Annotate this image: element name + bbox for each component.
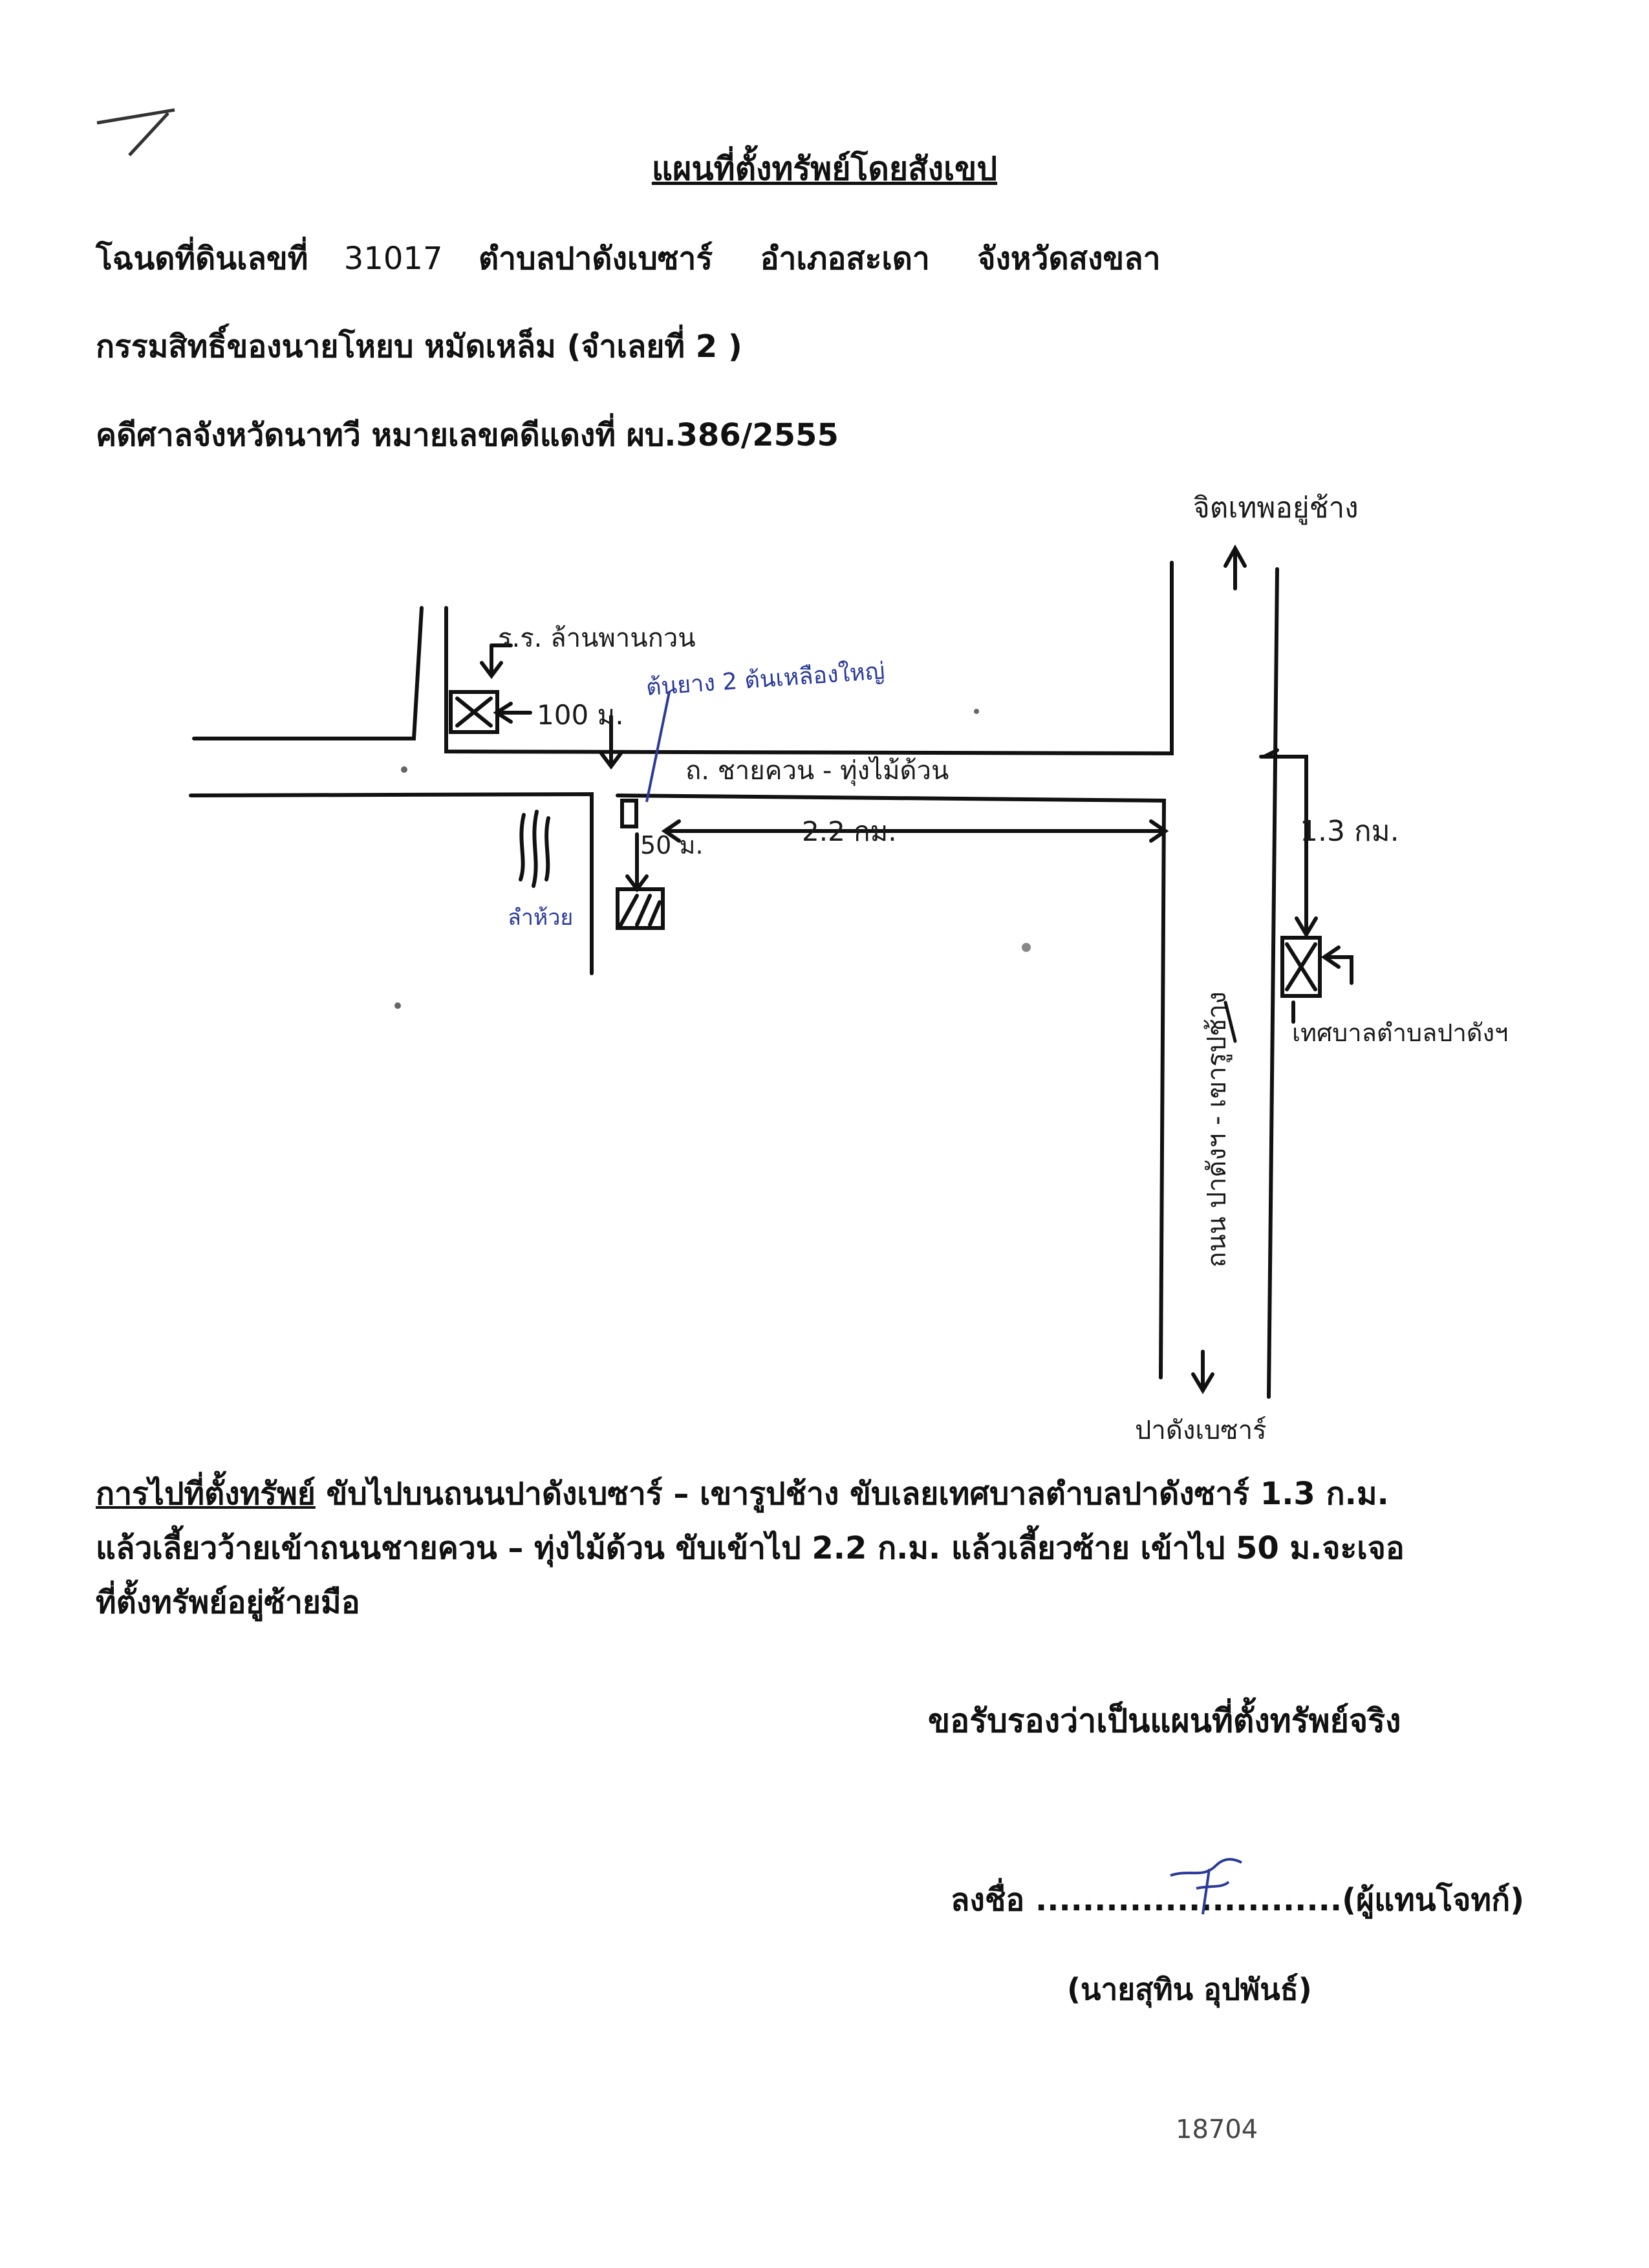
municipal-box (1280, 936, 1322, 998)
deed-subdistrict: ตำบลปาดังเบซาร์ (478, 241, 713, 277)
corner-mark (96, 108, 175, 157)
label-school: ร.ร. ล้านพานกวน (498, 623, 696, 653)
label-road-h: ถ. ชายควน - ทุ่งไม้ด้วน (685, 756, 949, 786)
property-marker (616, 887, 665, 930)
label-100m: 100 ม. (537, 699, 624, 731)
certification-text: ขอรับรองว่าเป็นแผนที่ตั้งทรัพย์จริง (928, 1702, 1401, 1740)
label-50m: 50 ม. (640, 831, 704, 859)
label-south: ปาดังเบซาร์ (1135, 1416, 1267, 1445)
signature-role: (ผู้แทนโจทก์) (1342, 1882, 1525, 1918)
deed-district: อำเภอสะเดา (760, 241, 930, 277)
deed-province: จังหวัดสงขลา (977, 241, 1161, 277)
signature-prefix: ลงชื่อ .......................... (951, 1882, 1342, 1918)
directions-line-3: ที่ตั้งทรัพย์อยู่ซ้ายมือ (96, 1584, 360, 1621)
signer-name: (นายสุทิน อุปพันธ์) (1067, 1972, 1312, 2007)
label-13km: 1.3 กม. (1300, 815, 1399, 848)
label-22km: 2.2 กม. (802, 815, 897, 847)
label-tree: ต้นยาง 2 ต้นเหลืองใหญ่ (645, 657, 886, 701)
directions-line-1: ขับไปบนถนนปาดังเบซาร์ – เขารูปช้าง ขับเล… (315, 1476, 1389, 1512)
deed-label: โฉนดที่ดินเลขที่ (96, 241, 308, 277)
owner-line: กรรมสิทธิ์ของนายโหยบ หมัดเหล็ม (จำเลยที่… (96, 329, 742, 365)
signature-line: ลงชื่อ ..........................(ผู้แทน… (951, 1875, 1524, 1925)
road-v-right (1267, 567, 1279, 1399)
label-municipal: เทศบาลตำบลปาดังฯ (1292, 1019, 1508, 1047)
page-title: แผนที่ตั้งทรัพย์โดยสังเขป (651, 150, 998, 188)
road-h-bottom (189, 792, 1167, 1379)
directions-paragraph: การไปที่ตั้งทรัพย์ ขับไปบนถนนปาดังเบซาร์… (96, 1467, 1570, 1630)
label-road-v: ถนน ปาดังฯ - เขารูปช้าง (1202, 991, 1232, 1268)
directions-heading: การไปที่ตั้งทรัพย์ (96, 1476, 316, 1512)
handwritten-number: 18704 (1176, 2115, 1258, 2144)
deed-line: โฉนดที่ดินเลขที่ 31017 ตำบลปาดังเบซาร์ อ… (96, 234, 1161, 283)
case-line: คดีศาลจังหวัดนาทวี หมายเลขคดีแดงที่ ผบ.3… (96, 417, 839, 453)
directions-line-2: แล้วเลี้ยวว้ายเข้าถนนชายควน – ทุ่งไม้ด้ว… (96, 1530, 1405, 1566)
signature-mark (1170, 1858, 1242, 1915)
deed-number: 31017 (343, 241, 443, 277)
label-north: จิตเทพอยู่ช้าง (1193, 491, 1359, 525)
label-stream: ลำห้วย (508, 905, 573, 931)
road-h-top (192, 561, 1174, 756)
